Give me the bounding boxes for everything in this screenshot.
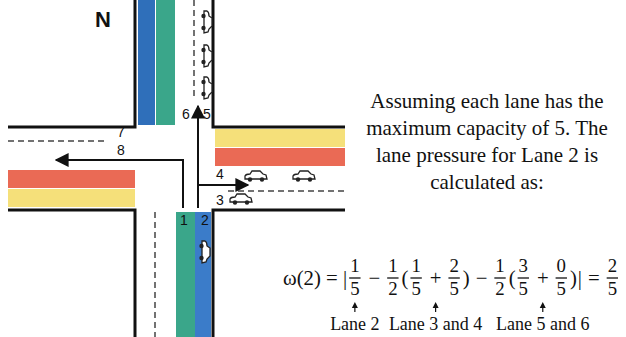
lane-caption: Lane 5 and 6 (496, 315, 589, 333)
formula-term: ) (463, 266, 470, 290)
leader-arrowhead (352, 302, 358, 308)
formula-term: 2 (388, 280, 397, 299)
formula-term: 5 (411, 280, 420, 299)
through-arrow (197, 106, 199, 208)
fraction-bar (518, 277, 529, 278)
car-icon (245, 171, 267, 182)
formula-term: 2 (495, 280, 504, 299)
lane-number: 5 (203, 107, 211, 121)
formula-term: ( (509, 266, 516, 290)
formula-term: + (430, 266, 442, 290)
fraction-bar (410, 277, 421, 278)
formula-term: 5 (557, 280, 566, 299)
lane-band (138, 0, 155, 125)
car-icon (293, 171, 315, 182)
formula-term: 5 (350, 280, 359, 299)
formula-term: 1 (350, 257, 359, 276)
formula-term: 1 (495, 257, 504, 276)
formula-term: − (476, 266, 488, 290)
lane-band (8, 189, 135, 207)
car-icon (201, 77, 212, 99)
car-icon (230, 194, 252, 205)
car-icon (201, 11, 212, 33)
formula-term: 2 (449, 257, 458, 276)
compass-label: N (95, 9, 111, 31)
fraction-bar (387, 277, 398, 278)
lane-caption: Lane 3 and 4 (389, 315, 482, 333)
car-icon (201, 45, 212, 67)
note-text: Assuming each lane has the maximum capac… (350, 88, 624, 196)
car-icon (199, 241, 210, 263)
formula-term: 2 (608, 257, 617, 276)
leader-arrowhead (433, 302, 439, 308)
lane-band (195, 212, 211, 337)
right-turn-arrow (198, 184, 248, 186)
formula-term: 1 (388, 257, 397, 276)
formula-term: 0 (557, 257, 566, 276)
formula-term: 5 (519, 280, 528, 299)
lane-band (8, 170, 135, 188)
formula-term: 3 (519, 257, 528, 276)
left-turn-arrow (56, 160, 183, 208)
fraction-bar (607, 277, 618, 278)
lane-caption: Lane 2 (330, 315, 379, 333)
leader-arrowhead (540, 302, 546, 308)
formula-term: + (537, 266, 549, 290)
formula-term: 5 (608, 280, 617, 299)
fraction-bar (448, 277, 459, 278)
formula-term: | (578, 266, 582, 290)
lane-band (176, 212, 195, 337)
lane-number: 8 (117, 143, 125, 157)
formula-term: 1 (411, 257, 420, 276)
lane-number: 3 (216, 193, 224, 207)
fraction-bar (556, 277, 567, 278)
lane-band (215, 129, 345, 147)
formula-term: ω(2) = | (283, 266, 347, 290)
lane-number: 1 (180, 213, 188, 227)
formula-term: ( (402, 266, 409, 290)
formula-term: ) (570, 266, 577, 290)
lane-number: 6 (182, 107, 190, 121)
fraction-bar (349, 277, 360, 278)
lane-number: 7 (117, 125, 125, 139)
fraction-bar (494, 277, 505, 278)
lane-number: 4 (216, 167, 224, 181)
formula-term: − (368, 266, 380, 290)
formula-term: = (588, 266, 600, 290)
formula-term: 5 (449, 280, 458, 299)
lane-band (156, 0, 175, 125)
lane-band (215, 148, 345, 166)
lane-number: 2 (201, 213, 209, 227)
